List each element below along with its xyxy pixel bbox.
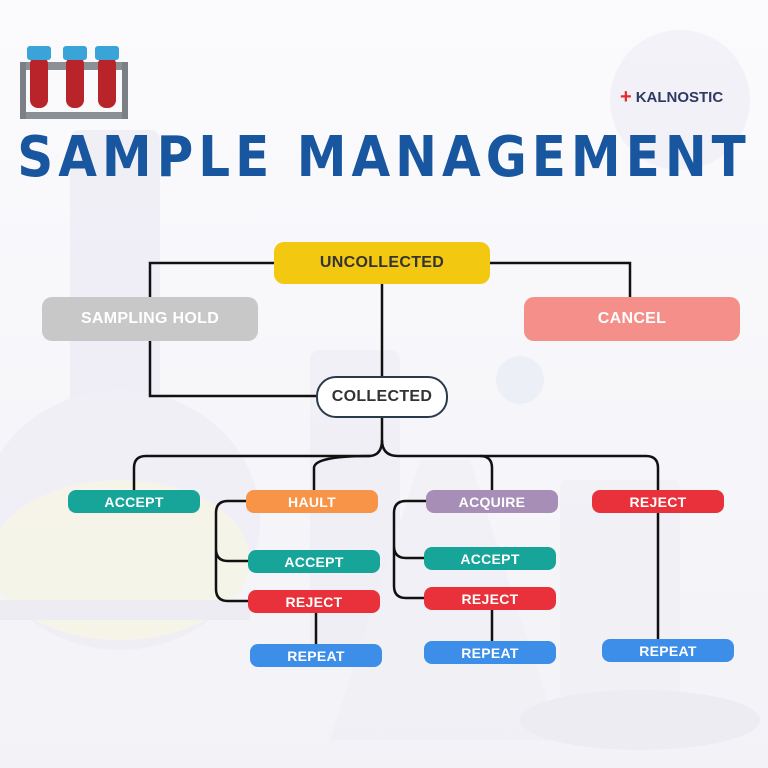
connector-collected-accept bbox=[132, 416, 384, 490]
node-hault-repeat: REPEAT bbox=[250, 644, 382, 667]
node-reject-repeat: REPEAT bbox=[602, 639, 734, 662]
test-tube-rack-icon bbox=[20, 46, 128, 119]
connector-collected-hault bbox=[312, 454, 371, 490]
node-acquire-accept: ACCEPT bbox=[424, 547, 556, 570]
node-hault: HAULT bbox=[246, 490, 378, 513]
node-cancel: CANCEL bbox=[524, 297, 740, 341]
node-collected: COLLECTED bbox=[316, 376, 448, 418]
node-acquire-reject: REJECT bbox=[424, 587, 556, 610]
node-uncollected: UNCOLLECTED bbox=[274, 242, 490, 284]
connector-hault-children bbox=[214, 499, 248, 603]
connector-uncollected-hold bbox=[148, 261, 274, 297]
node-accept: ACCEPT bbox=[68, 490, 200, 513]
node-hault-reject: REJECT bbox=[248, 590, 380, 613]
node-hault-accept: ACCEPT bbox=[248, 550, 380, 573]
node-sampling-hold: SAMPLING HOLD bbox=[42, 297, 258, 341]
connector-uncollected-cancel bbox=[490, 261, 632, 297]
connector-acquire-children bbox=[392, 499, 426, 600]
connector-collected-acquire bbox=[380, 439, 494, 490]
node-acquire: ACQUIRE bbox=[426, 490, 558, 513]
brand-logo: + KALNOSTIC bbox=[620, 86, 723, 109]
node-reject: REJECT bbox=[592, 490, 724, 513]
plus-pulse-icon: + bbox=[620, 86, 632, 108]
page-title: SAMPLE MANAGEMENT bbox=[17, 124, 751, 190]
connector-hold-collected bbox=[148, 341, 316, 398]
connector-collected-reject bbox=[480, 454, 660, 490]
node-acquire-repeat: REPEAT bbox=[424, 641, 556, 664]
brand-name: KALNOSTIC bbox=[635, 89, 724, 106]
